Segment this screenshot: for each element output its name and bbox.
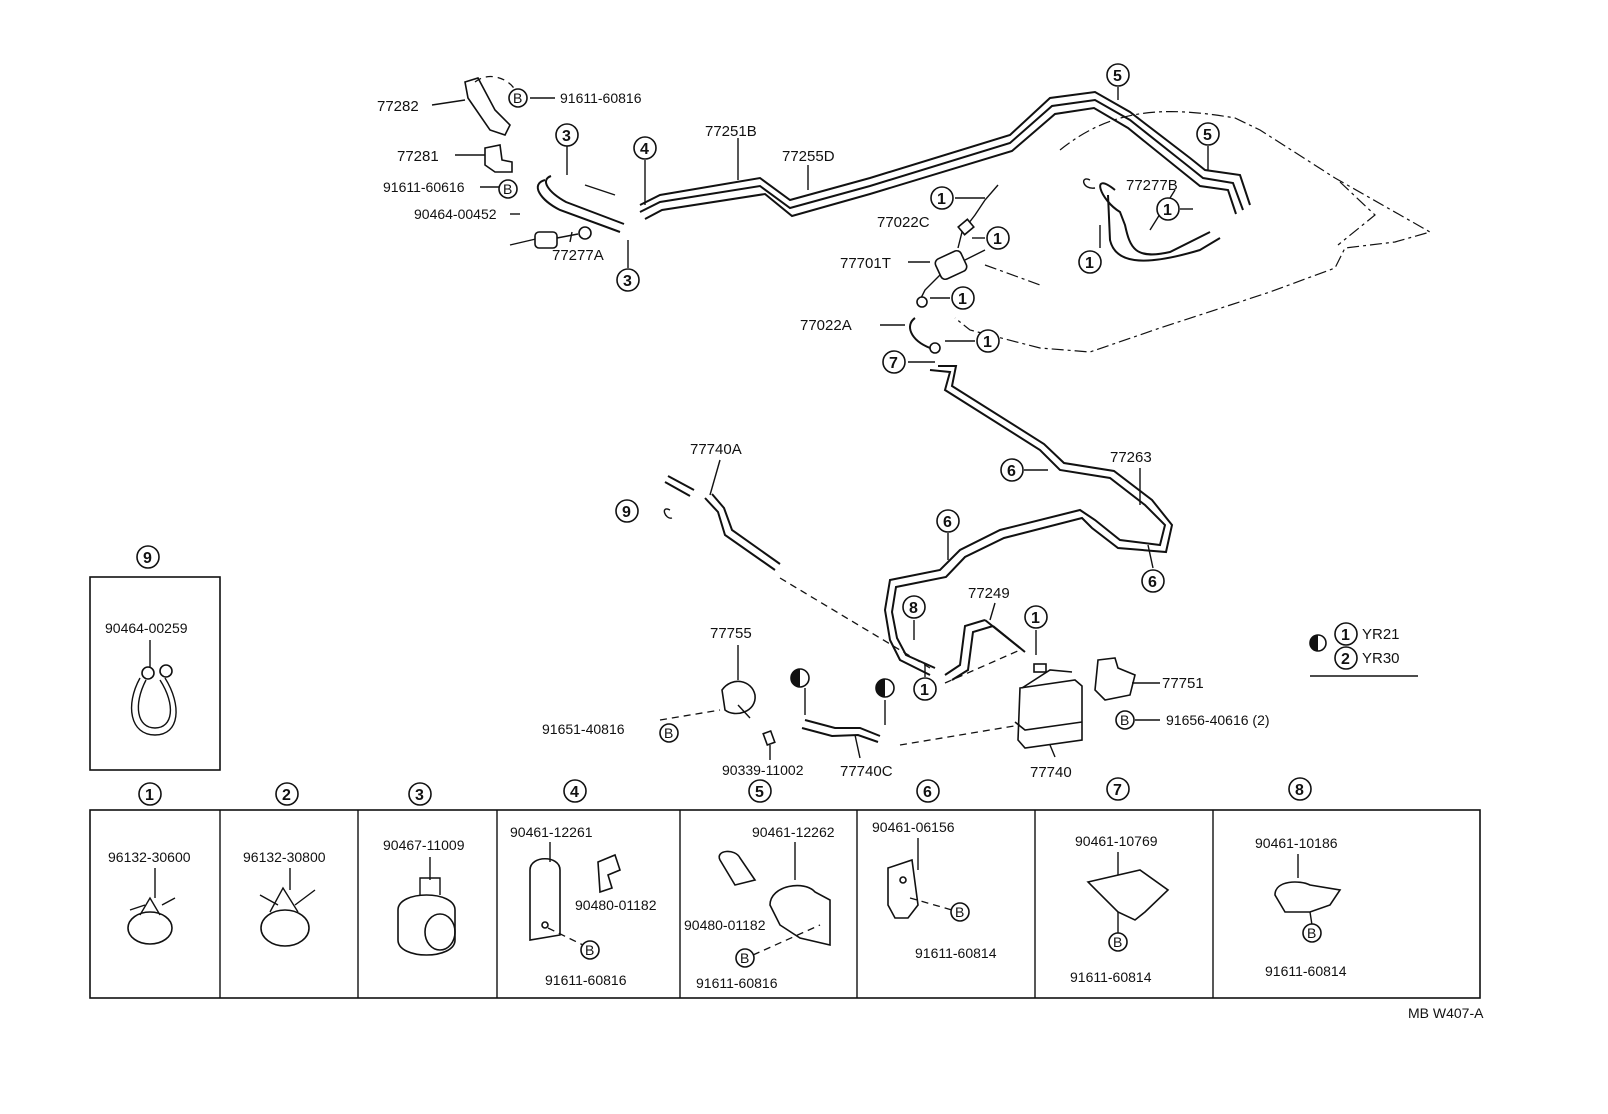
label-77277B: 77277B [1126,177,1178,194]
label-91656-40616: 91656-40616 (2) [1166,712,1270,728]
marker-3: 3 [623,273,632,290]
label-77751: 77751 [1162,675,1204,692]
detail-header-8: 8 [1295,782,1304,799]
diagram-code: MB W407-A [1408,1005,1484,1021]
legend-row-1: YR21 [1362,626,1400,643]
bolt-marker: B [1113,934,1122,950]
detail-6-part-a: 90461-06156 [872,819,955,835]
detail-6-part-b: 91611-60814 [915,945,997,961]
bolt-marker: B [503,181,512,197]
label-77740A: 77740A [690,441,742,458]
marker-1: 1 [1085,255,1094,272]
detail-4-part-a: 90461-12261 [510,824,593,840]
detail-row: 1 2 3 4 5 6 7 8 96132-30600 96132-30800 … [89,777,1481,999]
fuel-filter-assembly [883,184,1174,676]
bolt-marker: B [740,950,749,966]
label-91611-60816-top: 91611-60816 [560,90,642,106]
label-90339-11002: 90339-11002 [722,762,804,778]
label-77701T: 77701T [840,255,891,272]
marker-5: 5 [1113,68,1122,85]
label-91611-60616: 91611-60616 [383,179,465,195]
detail-box-9: 90464-00259 [89,576,221,771]
main-fuel-lines [509,90,1251,249]
label-77263: 77263 [1110,449,1152,466]
tank-sender-lines [1083,178,1221,262]
label-77740: 77740 [1030,764,1072,781]
label-77022C: 77022C [877,214,930,231]
bolt-marker: B [585,942,594,958]
label-77022A: 77022A [800,317,852,334]
label-77255D: 77255D [782,148,835,165]
bolt-marker: B [513,90,522,106]
valve-77755 [721,680,756,719]
variant-legend: 1 YR21 2 YR30 [1309,622,1400,670]
detail-5-part-b: 90480-01182 [684,917,766,933]
detail-8-part-a: 90461-10186 [1255,835,1338,851]
legend-row-2: YR30 [1362,650,1400,667]
half-moon-markers [790,668,895,698]
detail-5-part-a: 90461-12262 [752,824,835,840]
detail-1-part: 96132-30600 [108,849,191,865]
numbered-markers: 3 3 4 5 5 1 1 1 1 7 1 1 9 6 6 6 8 1 1 9 [136,63,1220,701]
fuel-tank-outline [954,111,1432,353]
marker-1: 1 [1163,202,1172,219]
marker-1: 1 [983,334,992,351]
marker-1: 1 [1031,610,1040,627]
label-77251B: 77251B [705,123,757,140]
detail-5-part-c: 91611-60816 [696,975,778,991]
bolt-marker: B [1120,712,1129,728]
legend-marker-1: 1 [1341,627,1350,644]
charcoal-canister [944,619,1083,749]
detail-header-1: 1 [145,787,154,804]
label-91651-40816: 91651-40816 [542,721,625,737]
callout-leaders [431,87,1418,760]
bolt-marker: B [1307,925,1316,941]
marker-5: 5 [1203,127,1212,144]
legend-marker-2: 2 [1341,651,1350,668]
label-77740C: 77740C [840,763,893,780]
hose-77740c [762,719,881,747]
label-77249: 77249 [968,585,1010,602]
marker-7: 7 [889,355,898,372]
label-77282: 77282 [377,98,419,115]
marker-6: 6 [943,514,952,531]
hose-77740a [663,475,781,571]
bolt-marker: B [664,725,673,741]
label-77281: 77281 [397,148,439,165]
detail-7-part-b: 91611-60814 [1070,969,1152,985]
marker-1: 1 [993,231,1002,248]
marker-1: 1 [937,191,946,208]
part-labels: 77282 B 91611-60816 77281 91611-60616 B … [377,88,1270,781]
brackets-77282-77281 [464,75,516,173]
marker-9: 9 [622,504,631,521]
detail-header-5: 5 [755,784,764,801]
detail-4-part-b: 90480-01182 [575,897,657,913]
detail-9-part: 90464-00259 [105,620,188,636]
marker-8: 8 [909,600,918,617]
detail-3-part: 90467-11009 [383,837,465,853]
detail-header-3: 3 [415,787,424,804]
detail-8-part-b: 91611-60814 [1265,963,1347,979]
detail-header-2: 2 [282,787,291,804]
detail-7-part-a: 90461-10769 [1075,833,1158,849]
marker-6: 6 [1007,463,1016,480]
marker-4: 4 [640,141,649,158]
detail-header-4: 4 [570,784,579,801]
marker-6: 6 [1148,574,1157,591]
dashed-leaders [659,577,1021,746]
detail-4-part-c: 91611-60816 [545,972,627,988]
detail-header-7: 7 [1113,782,1122,799]
detail-2-part: 96132-30800 [243,849,326,865]
marker-1: 1 [920,682,929,699]
label-77277A: 77277A [552,247,604,264]
label-90464-00452: 90464-00452 [414,206,497,222]
marker-9: 9 [143,550,152,567]
bracket-77751 [1094,657,1136,701]
bolt-marker: B [955,904,964,920]
label-77755: 77755 [710,625,752,642]
marker-1: 1 [958,291,967,308]
marker-3: 3 [562,128,571,145]
detail-header-6: 6 [923,784,932,801]
